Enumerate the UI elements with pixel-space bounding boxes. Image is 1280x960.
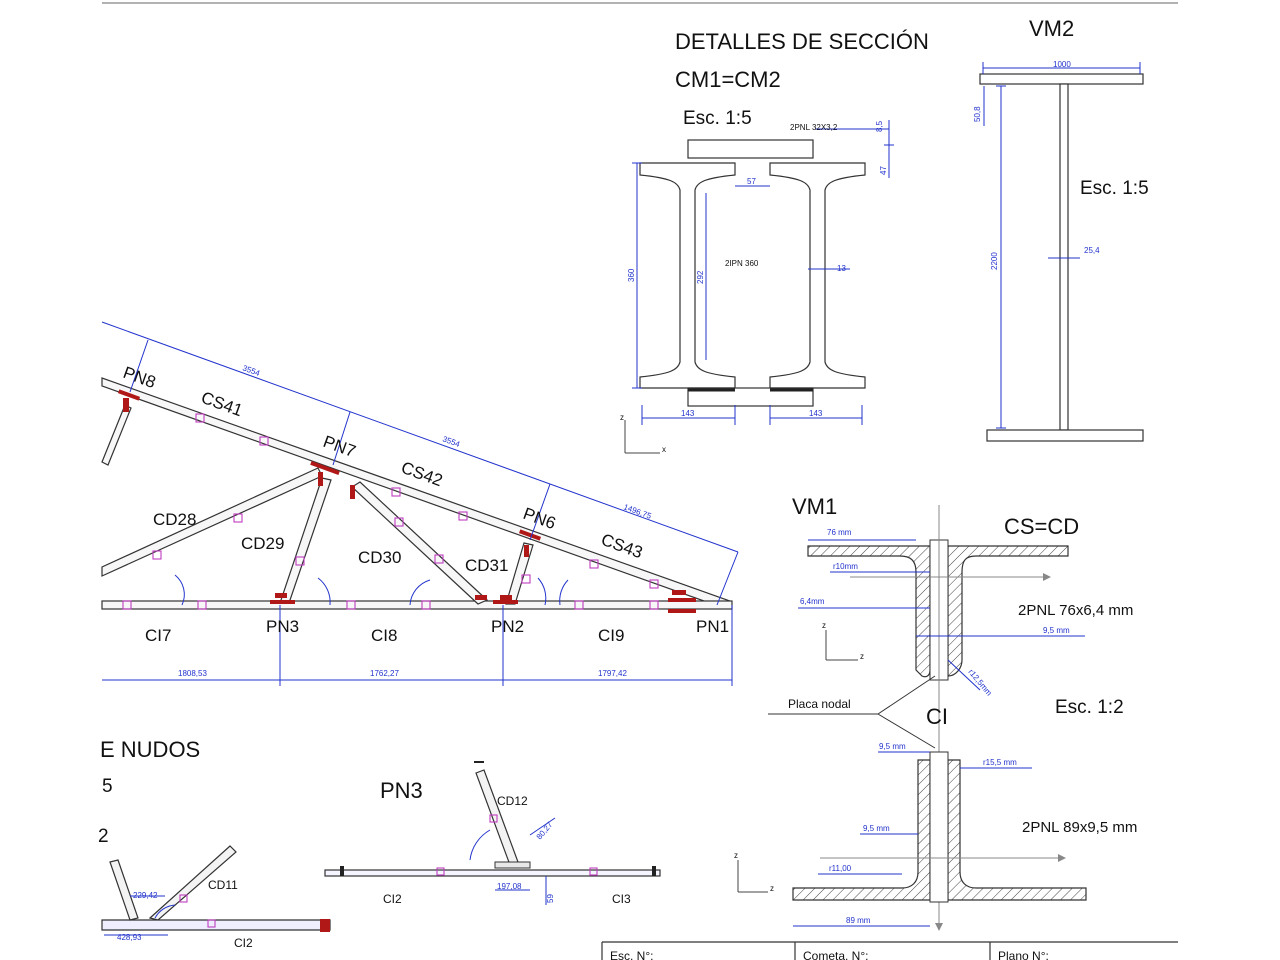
truss-elevation: 3554 3554 1496,75 1808,53 1762,27 1797,4… (101, 321, 739, 686)
cm-left-ipn (639, 162, 736, 389)
vm1-dim-gap: 9,5 mm (1043, 626, 1070, 635)
ci-dim-r11: r11,00 (829, 864, 852, 873)
ci-dim-gap: 9,5 mm (863, 824, 890, 833)
node-label-pn3: PN3 (266, 617, 299, 636)
svg-text:z: z (770, 884, 774, 893)
vm1-dim-r10: r10mm (833, 562, 858, 571)
vm1-dim-r12: r12,5mm (966, 668, 993, 698)
section-details-title: DETALLES DE SECCIÓN (675, 29, 929, 54)
cm-top-plate (687, 139, 814, 159)
cm-bottom-plate (687, 387, 814, 407)
vm1-scale-label: Esc. 1:2 (1055, 697, 1124, 718)
pn3-dim-width: 197,08 (497, 882, 522, 891)
title-block: Esc. N°: Cometa. N°: Plano N°: (601, 941, 1178, 960)
svg-text:z: z (620, 413, 624, 422)
ci-profile-label: 2PNL 89x9,5 mm (1022, 819, 1137, 836)
member-label-cd31: CD31 (465, 556, 508, 575)
vm1-dim-width: 76 mm (827, 528, 852, 537)
cm-dim-right-flange: 143 (809, 409, 823, 418)
title-block-field-2: Cometa. N°: (803, 949, 868, 960)
node-details-num-frag: 2 (98, 826, 109, 847)
cm-section-drawing: 2PNL 32X3,2 2IPN 360 8,5 47 57 360 292 1… (620, 120, 894, 454)
svg-text:z: z (734, 851, 738, 860)
pn3-ci2: CI2 (383, 892, 402, 906)
cm-dim-left-flange: 143 (681, 409, 695, 418)
pn3-detail-title: PN3 (380, 778, 423, 803)
node-details-title: E NUDOS (100, 737, 200, 762)
node-details-scale-frag: 5 (102, 776, 113, 797)
cm-right-ipn (769, 162, 866, 389)
vm2-dim-2200: 2200 (990, 252, 999, 270)
vm2-title: VM2 (1029, 16, 1074, 41)
cm-scale-label: Esc. 1:5 (683, 108, 752, 129)
truss-top-dim-2: 3554 (441, 434, 461, 449)
member-label-ci8: CI8 (371, 626, 397, 645)
truss-span-dim-2: 1762,27 (370, 669, 399, 678)
node-detail-pn3: CD12 CI2 CI3 80,27 197,08 59 (324, 761, 661, 906)
ci-dim-width: 89 mm (846, 916, 871, 925)
node-label-pn2: PN2 (491, 617, 524, 636)
ci-dim-thk: 9,5 mm (879, 742, 906, 751)
svg-text:z: z (860, 652, 864, 661)
truss-span-dim-1: 1808,53 (178, 669, 207, 678)
node-left-cd11: CD11 (208, 878, 238, 892)
ci-title: CI (926, 704, 948, 729)
cm-dim-360: 360 (627, 268, 636, 282)
pn3-ci3: CI3 (612, 892, 631, 906)
node-left-dim-2: 428,93 (117, 933, 142, 942)
member-label-ci7: CI7 (145, 626, 171, 645)
member-label-cd30: CD30 (358, 548, 401, 567)
cs-cd-title: CS=CD (1004, 514, 1079, 539)
cm-section-title: CM1=CM2 (675, 67, 781, 92)
vm2-section-drawing: 1000 50,8 2200 25,4 (973, 60, 1144, 442)
svg-text:z: z (822, 621, 826, 630)
vm2-dim-1000: 1000 (1053, 60, 1071, 69)
vm1-dim-thk: 6,4mm (800, 597, 825, 606)
title-block-field-3: Plano N°: (998, 949, 1049, 960)
vm1-profile-label: 2PNL 76x6,4 mm (1018, 602, 1133, 619)
cm-profile-label: 2IPN 360 (725, 259, 759, 268)
cm-plate-label: 2PNL 32X3,2 (790, 123, 838, 132)
member-label-cd29: CD29 (241, 534, 284, 553)
vm2-dim-flange: 50,8 (973, 106, 982, 122)
truss-span-dim-3: 1797,42 (598, 669, 627, 678)
node-label-pn1: PN1 (696, 617, 729, 636)
cm-dim-57: 57 (747, 177, 756, 186)
node-left-ci2: CI2 (234, 936, 253, 950)
node-left-dim-1: 229,42 (133, 891, 158, 900)
ci-dim-r15: r15,5 mm (983, 758, 1017, 767)
pn3-dim-angle: 80,27 (535, 820, 555, 842)
svg-text:x: x (662, 445, 666, 454)
pn3-dim-59: 59 (546, 894, 555, 903)
vm2-scale-label: Esc. 1:5 (1080, 178, 1149, 199)
vm1-title: VM1 (792, 494, 837, 519)
ci-section-drawing: 9,5 mm r15,5 mm 9,5 mm r11,00 89 mm z z (734, 742, 1087, 927)
node-label-pn7: PN7 (321, 432, 359, 461)
cm-dim-292: 292 (696, 270, 705, 284)
cm-dim-47: 47 (879, 166, 888, 175)
member-label-ci9: CI9 (598, 626, 624, 645)
truss-top-dim-3: 1496,75 (622, 502, 653, 521)
cm-dim-thk: 8,5 (875, 120, 884, 132)
title-block-field-1: Esc. N°: (610, 949, 653, 960)
node-detail-left: 229,42 428,93 CD11 CI2 (101, 845, 331, 950)
pn3-cd12: CD12 (497, 794, 528, 808)
cm-dim-13: 13 (837, 264, 846, 273)
member-label-cd28: CD28 (153, 510, 196, 529)
vm2-dim-web: 25,4 (1084, 246, 1100, 255)
plate-note: Placa nodal (788, 697, 851, 711)
